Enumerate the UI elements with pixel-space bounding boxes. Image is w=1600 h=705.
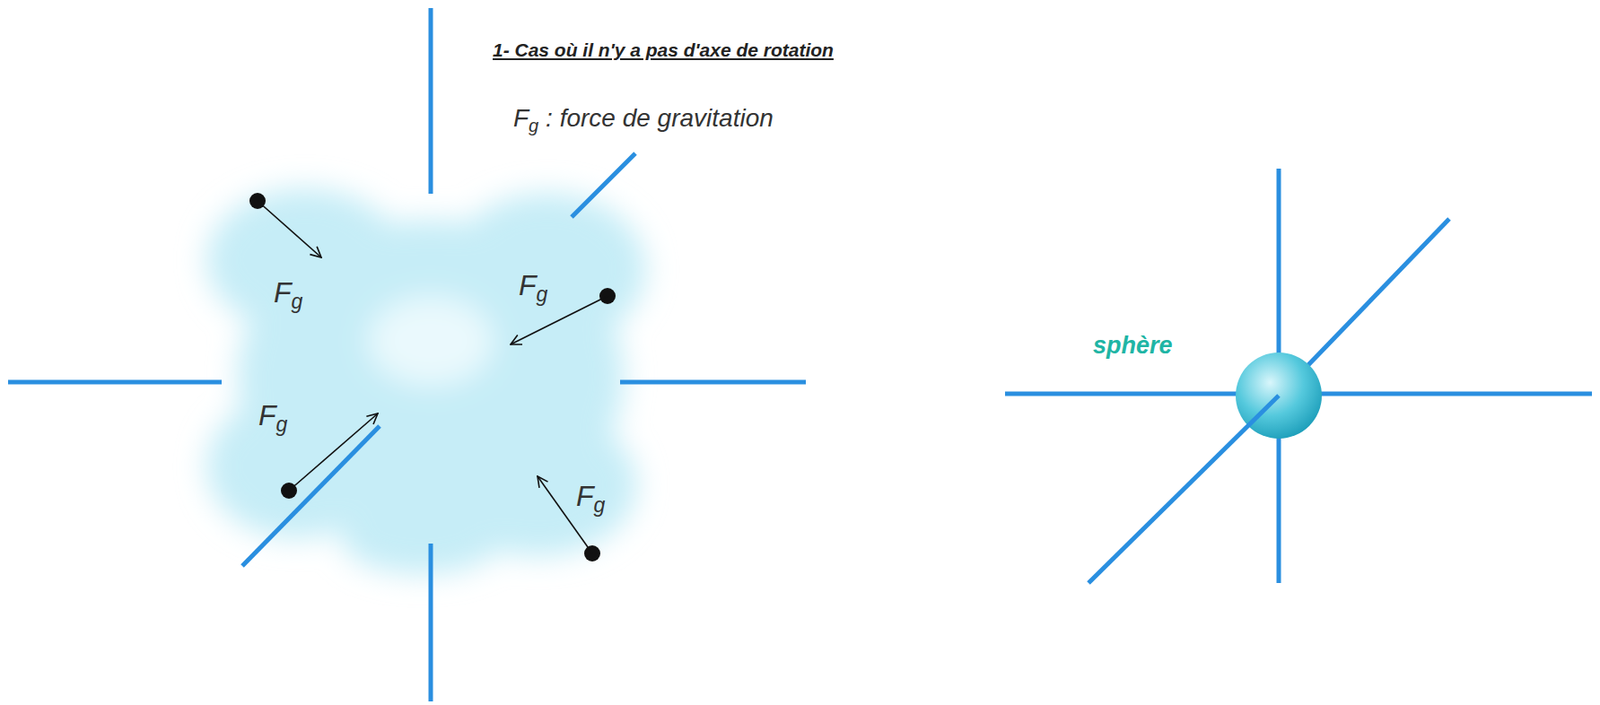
diagram-title: 1- Cas où il n'y a pas d'axe de rotation: [492, 39, 834, 62]
force-label: Fg: [258, 399, 288, 433]
definition-note: Fg : force de gravitation: [513, 104, 774, 133]
force-label: Fg: [576, 480, 605, 514]
sphere-shape: [1234, 351, 1323, 440]
axis-lines: [8, 8, 806, 702]
sphere-label: sphère: [1092, 332, 1181, 360]
axis-line: [1088, 395, 1279, 584]
force-label: Fg: [273, 276, 303, 310]
sphere-axes: [1005, 168, 1592, 584]
force-arrows: [257, 201, 608, 554]
gas-cloud: [206, 188, 647, 575]
sphere: sphère: [1234, 351, 1323, 440]
particles: [249, 192, 616, 562]
force-label: Fg: [518, 269, 548, 303]
